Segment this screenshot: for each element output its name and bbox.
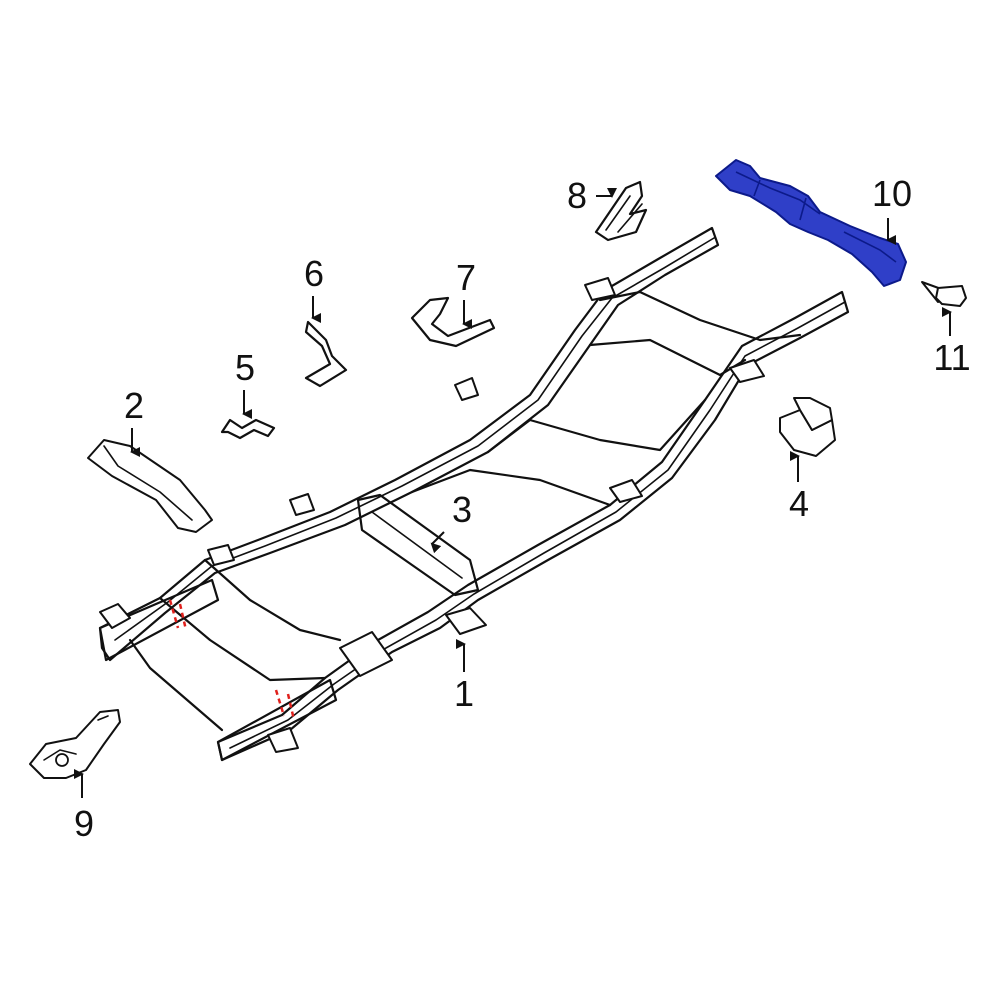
- callout-1[interactable]: 1: [454, 673, 474, 714]
- part-10-detail: [735, 171, 897, 263]
- callout-7[interactable]: 7: [456, 257, 476, 298]
- callout-5[interactable]: 5: [235, 347, 255, 388]
- callout-4[interactable]: 4: [789, 483, 809, 524]
- callout-6[interactable]: 6: [304, 253, 324, 294]
- part-4-bracket[interactable]: [779, 397, 836, 457]
- callout-leaders: [74, 188, 952, 798]
- part-10-crossmember-highlighted[interactable]: [715, 159, 907, 287]
- callout-11[interactable]: 11: [933, 337, 970, 378]
- vehicle-frame[interactable]: [98, 226, 850, 762]
- cut-marks: [168, 599, 296, 721]
- part-10-body: [715, 159, 907, 287]
- callout-2[interactable]: 2: [124, 385, 144, 426]
- part-7-hook[interactable]: [410, 296, 496, 348]
- part-2-bracket[interactable]: [87, 439, 213, 533]
- part-8-clip[interactable]: [594, 180, 648, 242]
- part-6-hook[interactable]: [304, 320, 348, 388]
- callout-labels: 1 2 3 4 5 6 7 8 9 10 11: [74, 173, 971, 844]
- callout-10[interactable]: 10: [872, 173, 912, 214]
- callout-9[interactable]: 9: [74, 803, 94, 844]
- part-5-clip[interactable]: [220, 418, 276, 440]
- part-9-tow-hook[interactable]: [29, 709, 121, 779]
- callout-3[interactable]: 3: [452, 489, 472, 530]
- callout-8[interactable]: 8: [567, 175, 587, 216]
- part-11-bolt[interactable]: [921, 281, 967, 307]
